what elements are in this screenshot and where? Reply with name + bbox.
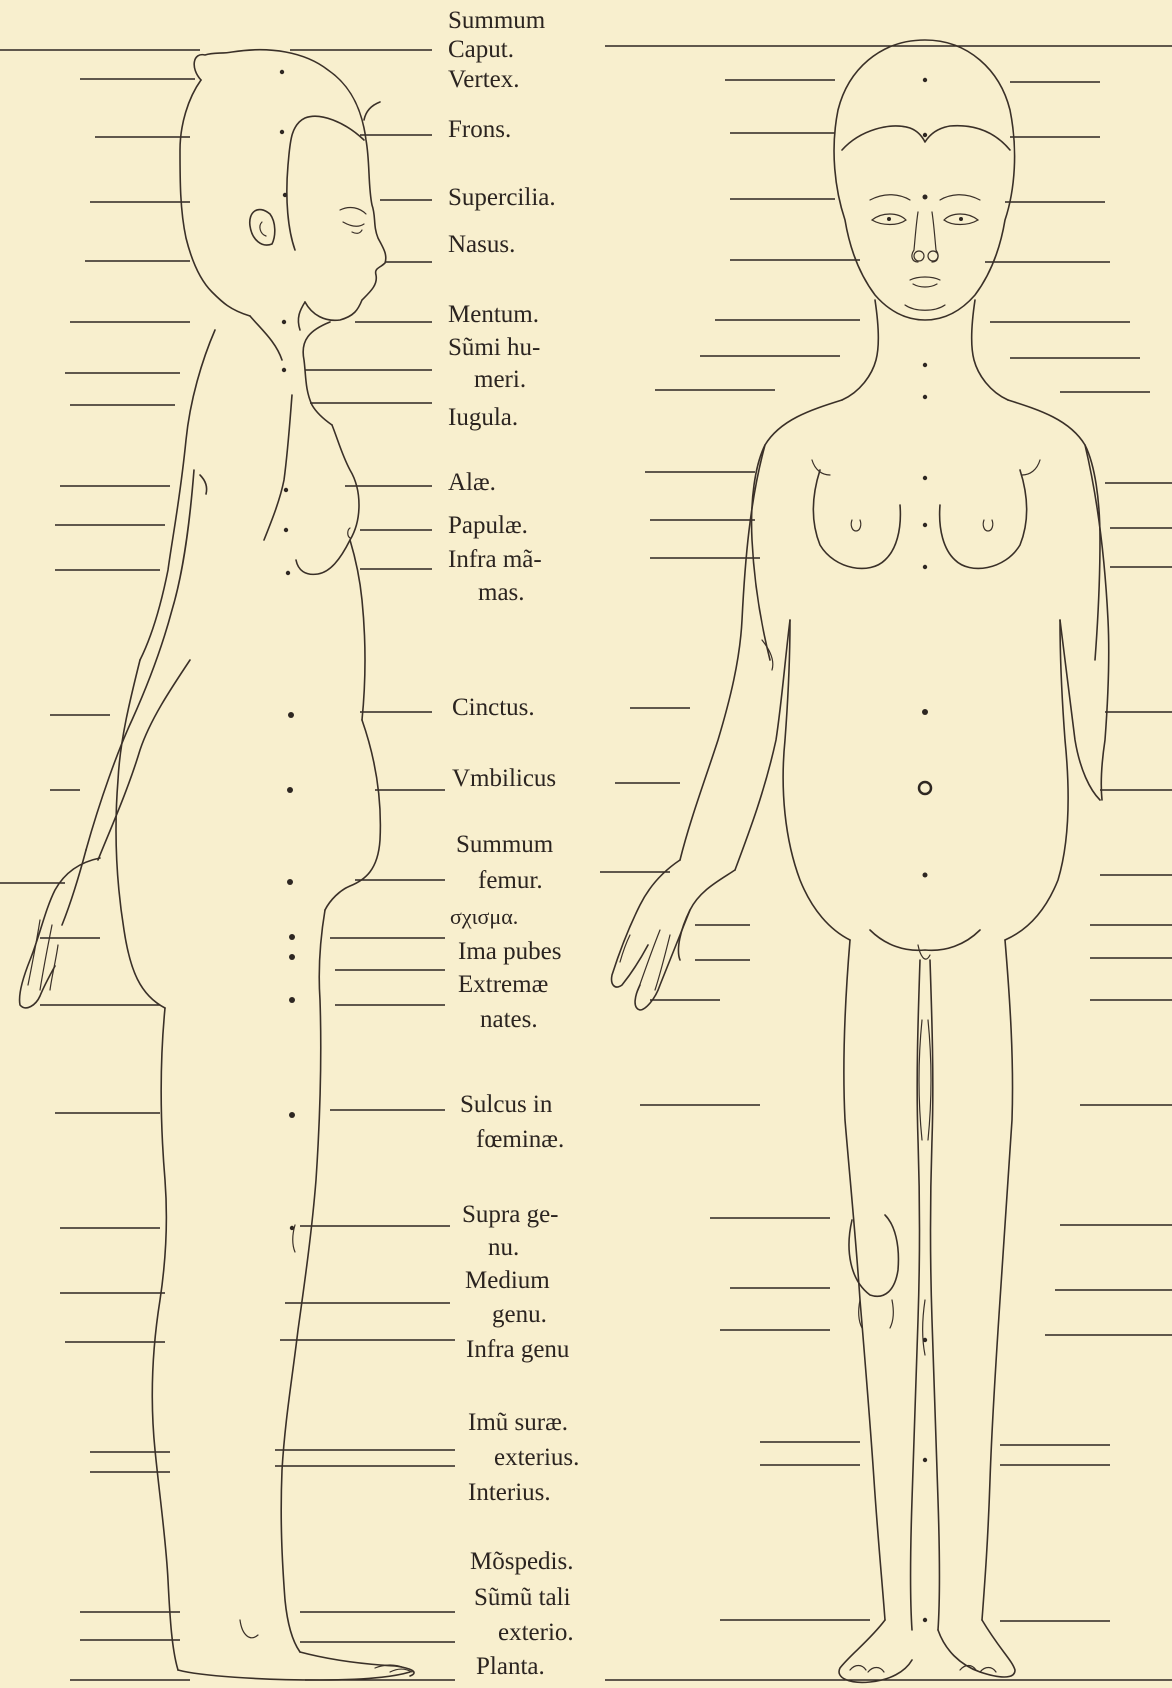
label-sumu-tali: Sũmũ tali bbox=[474, 1583, 571, 1613]
label-frons: Frons. bbox=[448, 115, 511, 145]
label-vmbilicus: Vmbilicus bbox=[452, 764, 556, 794]
label-exterio: exterio. bbox=[498, 1618, 574, 1648]
left-guide-lines bbox=[0, 50, 455, 1680]
side-view-figure bbox=[19, 50, 414, 1680]
label-planta: Planta. bbox=[476, 1652, 545, 1682]
label-mentum: Mentum. bbox=[448, 300, 539, 330]
right-landmark-dots bbox=[919, 78, 931, 1622]
label-imu-surae: Imũ suræ. bbox=[468, 1408, 568, 1438]
label-summum-femur-1: Summum bbox=[456, 830, 553, 860]
label-ima-pubes: Ima pubes bbox=[458, 937, 561, 967]
label-nates: nates. bbox=[480, 1005, 538, 1035]
label-caput: Caput. bbox=[448, 35, 514, 65]
label-nasus: Nasus. bbox=[448, 230, 515, 260]
label-vertex: Vertex. bbox=[448, 65, 520, 95]
label-sulcus-in: Sulcus in bbox=[460, 1090, 552, 1120]
label-foeminae: fœminæ. bbox=[476, 1125, 564, 1155]
label-mas: mas. bbox=[478, 578, 525, 608]
label-infra-mamas: Infra mã- bbox=[448, 545, 542, 575]
label-supercilia: Supercilia. bbox=[448, 183, 556, 213]
label-summum-femur-2: femur. bbox=[478, 866, 543, 896]
label-schisma: σχισμα. bbox=[450, 902, 518, 932]
label-meri: meri. bbox=[474, 365, 526, 395]
label-infra-genu: Infra genu bbox=[466, 1335, 569, 1365]
front-view-figure bbox=[612, 40, 1109, 1682]
label-supra-genu: Supra ge- bbox=[462, 1200, 559, 1230]
label-sumi-humeri: Sũmi hu- bbox=[448, 333, 540, 363]
label-medium: Medium bbox=[465, 1266, 550, 1296]
label-alae: Alæ. bbox=[448, 468, 496, 498]
label-nu: nu. bbox=[488, 1233, 519, 1263]
right-guide-lines bbox=[600, 46, 1172, 1680]
label-genu: genu. bbox=[492, 1300, 547, 1330]
label-extremae: Extremæ bbox=[458, 970, 548, 1000]
label-iugula: Iugula. bbox=[448, 403, 518, 433]
label-exterius: exterius. bbox=[494, 1443, 579, 1473]
label-papulae: Papulæ. bbox=[448, 511, 528, 541]
label-summum: Summum bbox=[448, 6, 545, 36]
label-interius: Interius. bbox=[468, 1478, 551, 1508]
label-cinctus: Cinctus. bbox=[452, 693, 535, 723]
label-mons-pedis: Mõspedis. bbox=[470, 1547, 573, 1577]
